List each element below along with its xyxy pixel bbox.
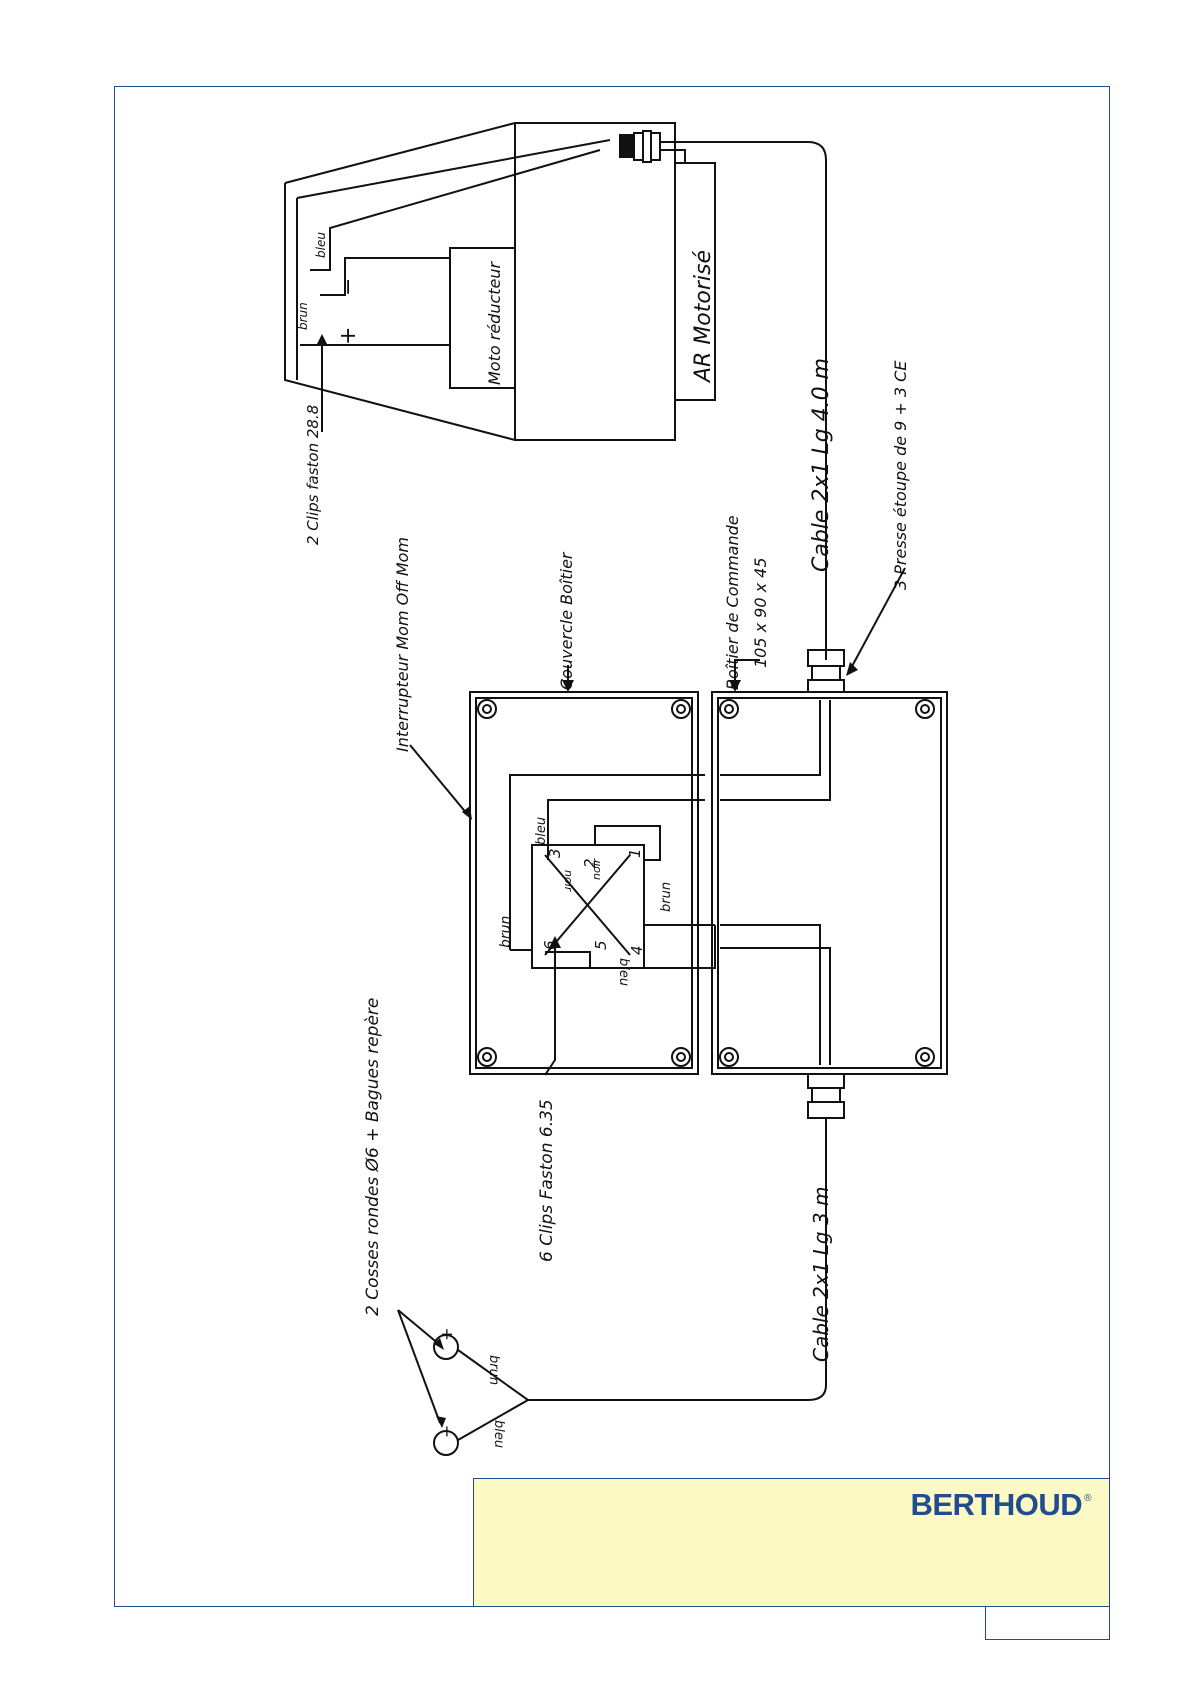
label-cable-3m: Cable 2x1 Lg 3 m [809,1186,833,1362]
label-cosses: 2 Cosses rondes Ø6 + Bagues repère [363,998,383,1316]
wire-label-bleu-cover: bleu [534,817,549,845]
terminal-2: 2 [581,858,599,868]
registered-mark: ® [1084,1493,1091,1504]
motor-minus: − [336,278,361,296]
battery-minus-terminal [433,1430,459,1456]
wire-label-brun-motor: brun [296,302,310,330]
label-boitier-dim: 105 x 90 x 45 [751,557,770,668]
wire-label-bleu-motor: bleu [314,232,328,258]
label-interrupteur: Interrupteur Mom Off Mom [393,537,412,752]
presse-etoupe-bottom [807,1073,845,1089]
battery-minus-sign: − [437,1425,456,1438]
battery-plus-sign: + [437,1328,456,1341]
terminal-1: 1 [626,848,644,858]
battery-plus-terminal [433,1334,459,1360]
wire-label-bleu-switch: bleu [616,958,631,986]
motor-housing [284,122,827,660]
wire-label-noir-2: noir [590,857,603,880]
wire-label-brun-battery: brun [486,1355,501,1385]
wire-label-brun-cover: brun [498,916,514,948]
label-boitier: Boîtier de Commande [723,515,742,690]
couvercle-boitier [469,691,716,1075]
label-couvercle: Couvercle Boîtier [557,551,576,690]
title-block: BERTHOUD® [473,1478,1110,1607]
wire-label-bleu-battery: bleu [491,1420,506,1448]
motor-plus: + [336,327,361,345]
label-moto-reducteur: Moto réducteur [485,260,504,385]
terminal-6: 6 [541,940,559,950]
label-clips-faston-63: 6 Clips Faston 6.35 [537,1099,557,1262]
logo-text: BERTHOUD [910,1487,1083,1522]
wire-label-noir-1: noir [562,870,575,893]
label-ar-motorise: AR Motorisé [691,250,716,384]
wire-label-brun-switch: brun [659,882,674,912]
boitier-de-commande [711,649,948,1119]
terminal-5: 5 [592,940,610,950]
label-presse-etoupe: 3 Presse étoupe de 9 + 3 CE [891,360,910,590]
label-cable-4m: Cable 2x1 Lg 4.0 m [809,358,834,572]
terminal-4: 4 [628,945,646,955]
berthoud-logo: BERTHOUD® [910,1487,1091,1523]
label-clips-faston-28: 2 Clips faston 28.8 [304,405,322,545]
terminal-3: 3 [546,848,564,858]
moto-reducteur-box [449,247,516,389]
ar-motorise-box [674,162,716,401]
page-number-box [985,1607,1110,1640]
interrupteur-switch [531,844,645,969]
